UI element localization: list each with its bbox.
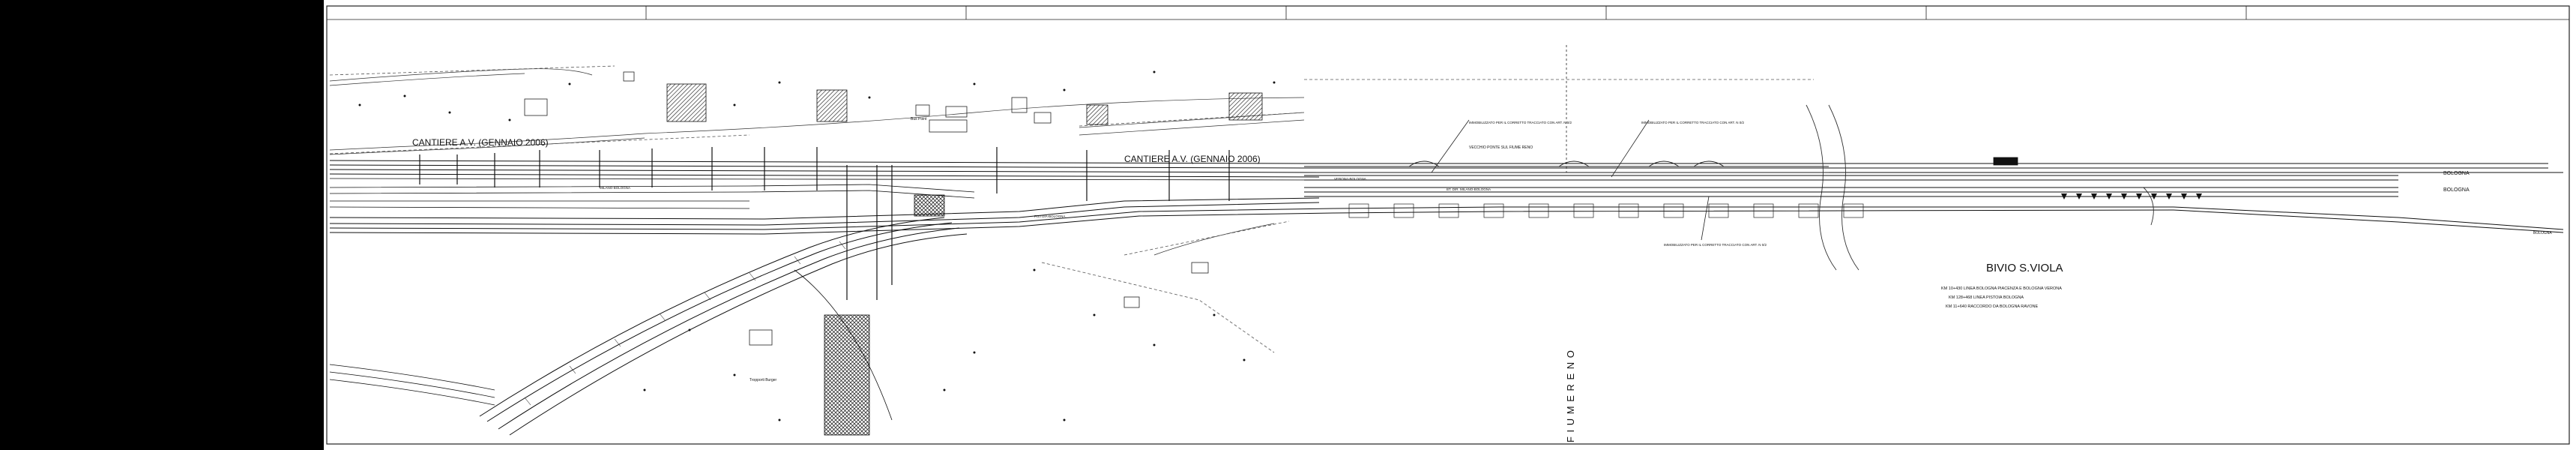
cantiere-label-2: CANTIERE A.V. (GENNAIO 2006): [1124, 154, 1261, 164]
bridge-piers: [1348, 203, 1864, 218]
note-label-3: IMMOBILIZZATO PER IL CORRETTO TRACCIATO …: [1664, 243, 1767, 247]
sheet-frame: [326, 5, 2570, 445]
embankments: [329, 68, 1305, 256]
line-label-pistoia: PISTOIA-BOLOGNA: [1034, 214, 1065, 218]
bridge-label: VECCHIO PONTE SUL FIUME RENO: [1469, 146, 1533, 150]
note-leaders: [1431, 45, 1710, 241]
right-label-bologna-3: BOLOGNA: [2533, 231, 2552, 236]
right-label-bologna-1: BOLOGNA: [2443, 171, 2470, 176]
line-label-milano: MILANO-BOLOGNA: [600, 186, 630, 190]
curved-tracks: [329, 217, 968, 436]
river-label: F I U M E R E N O: [1565, 350, 1576, 442]
subtitle-line-3: KM 11+640 RACCORDO DA BOLOGNA RAVONE: [1946, 304, 2038, 309]
line-label-verona: VERONA-BOLOGNA: [1334, 177, 1366, 181]
river-banks: [1806, 104, 2154, 271]
right-tracks: [1304, 175, 2398, 197]
subtitle-line-1: KM 10+430 LINEA BOLOGNA PIACENZA E BOLOG…: [1941, 286, 2062, 291]
survey-points: [358, 70, 1276, 422]
drawing-title: BIVIO S.VIOLA: [1986, 262, 2063, 274]
place-tropporti: Tropporti Burger: [749, 378, 777, 382]
right-label-bologna-2: BOLOGNA: [2443, 188, 2470, 193]
note-label-1: IMMOBILIZZATO PER IL CORRETTO TRACCIATO …: [1469, 121, 1572, 124]
buildings: [666, 83, 2018, 436]
subtitle-line-2: KM 128+468 LINEA PISTOIA BOLOGNA: [1949, 296, 2024, 300]
minor-structures: [524, 71, 1209, 346]
catenary-posts: [419, 147, 1230, 300]
survey-dashed-lines: [329, 65, 1814, 353]
cantiere-label-1: CANTIERE A.V. (GENNAIO 2006): [412, 137, 549, 148]
place-bus-point: Bus Point: [911, 117, 927, 122]
track-ties: [524, 241, 846, 406]
note-label-2: IMMOBILIZZATO PER IL CORRETTO TRACCIATO …: [1641, 121, 1745, 124]
signal-triangles: [2061, 194, 2202, 200]
line-label-bt-dir: BT. DIR. MILANO-BOLOGNA: [1447, 188, 1491, 191]
